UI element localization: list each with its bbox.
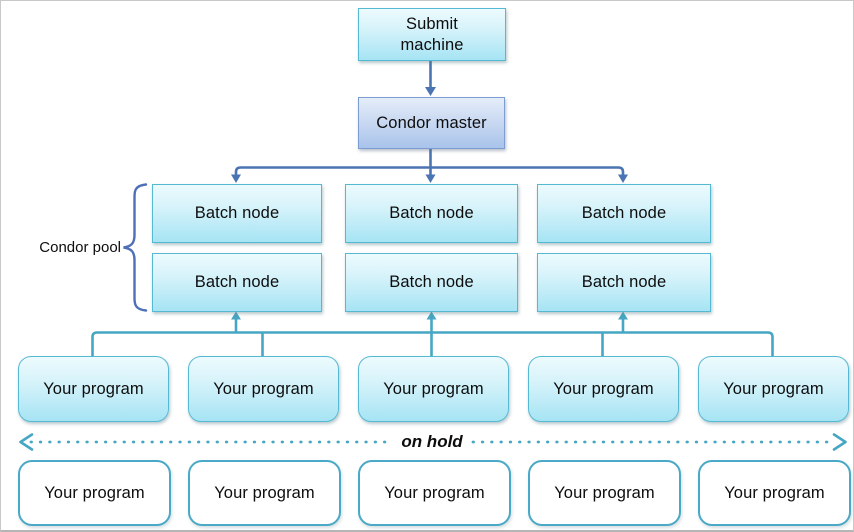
node-label: Batch node (389, 273, 474, 291)
node-label: Your program (723, 379, 824, 398)
node-label: Condor master (376, 113, 487, 132)
node-batch-3: Batch node (537, 184, 711, 243)
node-label: Submit machine (400, 14, 464, 54)
node-running-program-4: Your program (528, 356, 679, 422)
node-held-program-1: Your program (18, 460, 171, 526)
bus-programs-to-batch-nodes (91, 311, 774, 357)
node-label: Your program (384, 483, 485, 502)
node-batch-1: Batch node (152, 184, 322, 243)
node-label: Your program (213, 379, 314, 398)
node-label: Batch node (581, 273, 667, 291)
node-held-program-3: Your program (358, 460, 511, 526)
node-batch-2: Batch node (345, 184, 518, 243)
node-batch-4: Batch node (152, 253, 322, 312)
node-label: Batch node (389, 204, 474, 222)
node-held-program-5: Your program (698, 460, 851, 526)
node-label: Your program (383, 379, 484, 398)
on-hold-dotted-arrow (19, 433, 847, 451)
node-label: Your program (724, 483, 825, 502)
node-label: Batch node (194, 273, 280, 291)
node-label: Your program (554, 483, 655, 502)
node-condor-master: Condor master (358, 97, 505, 149)
arrow-submit-to-master (425, 59, 436, 96)
condor-pool-label: Condor pool (39, 239, 121, 256)
tree-master-to-batch-nodes (231, 147, 628, 183)
node-held-program-4: Your program (528, 460, 681, 526)
node-label: Your program (44, 483, 145, 502)
node-batch-6: Batch node (537, 253, 711, 312)
node-held-program-2: Your program (188, 460, 341, 526)
node-label: Your program (214, 483, 315, 502)
node-batch-5: Batch node (345, 253, 518, 312)
node-label: Batch node (581, 204, 667, 222)
node-running-program-5: Your program (698, 356, 849, 422)
node-submit-machine: Submit machine (358, 8, 506, 61)
node-running-program-2: Your program (188, 356, 339, 422)
node-label: Batch node (194, 204, 280, 222)
node-label: Your program (553, 379, 654, 398)
node-running-program-1: Your program (18, 356, 169, 422)
on-hold-label: on hold (401, 432, 463, 451)
node-label: Your program (43, 379, 144, 398)
condor-pool-brace (123, 183, 148, 312)
node-running-program-3: Your program (358, 356, 509, 422)
